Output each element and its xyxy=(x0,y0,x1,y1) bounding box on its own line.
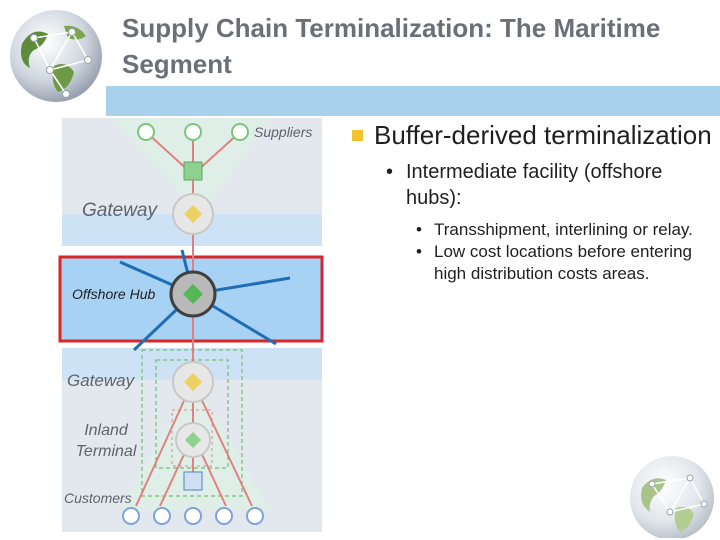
offshore-hub-diamond xyxy=(183,284,203,304)
gateway-diamond-bottom xyxy=(184,373,202,391)
consolidation-node xyxy=(183,161,203,181)
bullet-subsub-2-text: Low cost locations before entering high … xyxy=(434,242,692,283)
bullet-list: Buffer-derived terminalization • Interme… xyxy=(352,120,712,285)
bullet-sub-marker: • xyxy=(386,161,394,183)
suppliers-label: Suppliers xyxy=(254,124,313,140)
bullet-subsub-2-marker: • xyxy=(416,242,422,261)
bullet-main: Buffer-derived terminalization xyxy=(352,120,712,151)
gateway-label-top: Gateway xyxy=(82,200,157,221)
supply-chain-diagram: Suppliers Gateway Offshore Hub Gateway I… xyxy=(0,110,340,540)
page-title: Supply Chain Terminalization: The Mariti… xyxy=(122,13,661,79)
inland-terminal-diamond xyxy=(185,432,201,448)
inland-terminal-label: Inland Terminal xyxy=(75,422,137,460)
bullet-subsub-1: • Transshipment, interlining or relay. xyxy=(408,219,712,241)
distribution-node xyxy=(183,471,203,491)
gateway-diamond-top xyxy=(184,205,202,223)
bullet-subsub-1-marker: • xyxy=(416,220,422,239)
bullet-sub-text: Intermediate facility (offshore hubs): xyxy=(406,161,663,209)
bullet-sub: • Intermediate facility (offshore hubs): xyxy=(374,159,712,211)
supplier-nodes xyxy=(137,123,249,141)
bullet-subsub-2: • Low cost locations before entering hig… xyxy=(408,241,712,285)
customers-label: Customers xyxy=(64,490,132,506)
bullet-subsub-1-text: Transshipment, interlining or relay. xyxy=(434,220,693,239)
globe-network-icon xyxy=(10,10,102,102)
diagram-graphic xyxy=(58,118,324,532)
customer-nodes xyxy=(122,507,264,525)
title-bar xyxy=(106,86,720,116)
offshore-hub-label: Offshore Hub xyxy=(72,286,156,302)
gateway-label-bottom: Gateway xyxy=(67,371,135,390)
globe-network-icon xyxy=(630,456,714,538)
bullet-main-text: Buffer-derived terminalization xyxy=(374,120,712,150)
title-area: Supply Chain Terminalization: The Mariti… xyxy=(0,0,720,116)
square-bullet-icon xyxy=(352,130,363,141)
